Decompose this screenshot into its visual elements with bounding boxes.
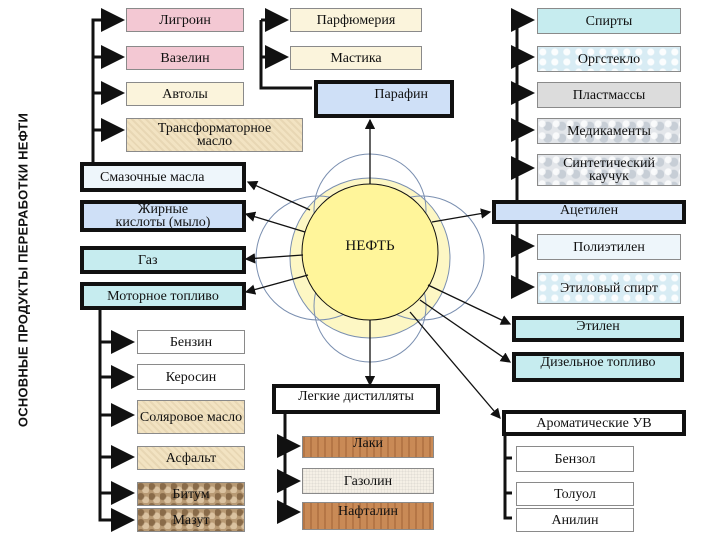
node-asphalt: Асфальт [137,446,245,470]
node-parfumeria: Парфюмерия [290,8,422,32]
radial-arrows [244,118,512,419]
node-gazolin: Газолин [302,468,434,494]
center-label-oil: НЕФТЬ [345,237,395,254]
node-diesel-fuel: Дизельное топливо [512,352,684,382]
node-ligroin: Лигроин [126,8,244,32]
node-spirty: Спирты [537,8,681,34]
node-naftalin: Нафталин [302,502,434,530]
node-motor-fuel: Моторное топливо [80,282,246,310]
node-toluol: Толуол [516,482,634,506]
node-vazelin: Вазелин [126,46,244,70]
node-fatty-acids: Жирные кислоты (мыло) [80,200,246,232]
node-avtoly: Автолы [126,82,244,106]
node-bitum: Битум [137,482,245,506]
node-etilen: Этилен [512,316,684,342]
node-benzol: Бензол [516,446,634,472]
node-ethyl-alcohol: Этиловый спирт [537,272,681,304]
node-benzin: Бензин [137,330,245,354]
node-transformer-oil: Трансформаторное масло [126,118,303,152]
node-solar-oil: Соляровое масло [137,400,245,434]
bracket-lines [91,8,535,532]
node-parafin: Парафин [314,80,454,118]
node-acetilen: Ацетилен [492,200,686,224]
node-aromatic-hc: Ароматические УВ [502,410,686,436]
sidebar: ОСНОВНЫЕ ПРОДУКТЫ ПЕРЕРАБОТКИ НЕФТИ [0,0,46,540]
node-synthetic-rubber: Синтетический каучук [537,154,681,186]
node-lubricating-oils: Смазочные масла [80,162,246,192]
node-medikamenty: Медикаменты [537,118,681,144]
node-light-distillates: Легкие дистилляты [272,384,440,414]
node-mastika: Мастика [290,46,422,70]
node-gas: Газ [80,246,246,274]
node-mazut: Мазут [137,508,245,532]
node-anilin: Анилин [516,508,634,532]
node-plastmassy: Пластмассы [537,82,681,108]
node-kerosin: Керосин [137,364,245,390]
node-laki: Лаки [302,436,434,458]
node-polietilen: Полиэтилен [537,234,681,260]
center-flower [255,153,485,363]
node-orgsteklo: Оргстекло [537,46,681,72]
